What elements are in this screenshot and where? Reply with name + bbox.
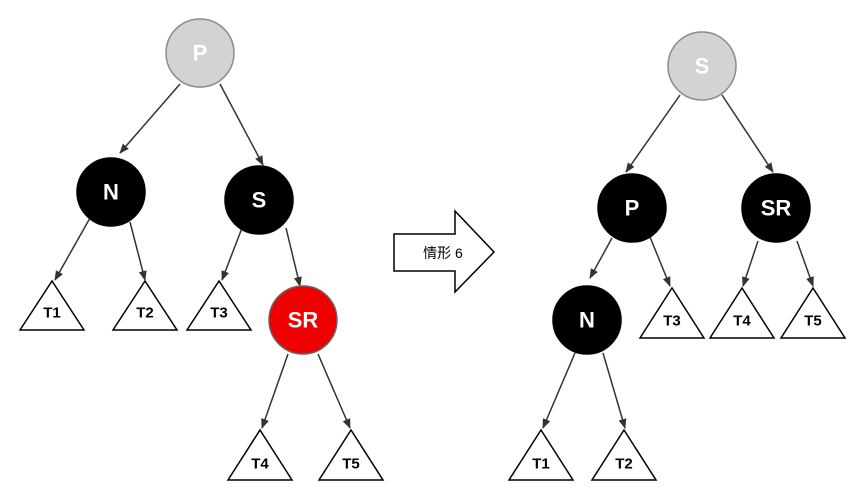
- after-edges: [542, 94, 814, 429]
- after-tree: S P SR N T3 T4 T5 T1: [507, 31, 847, 481]
- after-subtree-t4: T4: [708, 286, 776, 339]
- subtree-t1-label: T1: [43, 305, 61, 322]
- after-subtree-t3: T3: [638, 286, 706, 339]
- node-sr-label: SR: [288, 308, 319, 333]
- node-n-label: N: [103, 180, 119, 205]
- after-subtree-t2-label: T2: [615, 456, 633, 473]
- after-subtree-t4-label: T4: [733, 313, 751, 330]
- subtree-t5-label: T5: [342, 456, 360, 473]
- subtree-t5: T5: [317, 428, 385, 481]
- subtree-t2: T2: [111, 279, 179, 331]
- after-node-s: S: [667, 31, 737, 101]
- before-edges: [54, 83, 351, 429]
- transition-arrow: 情形 6: [393, 209, 496, 294]
- subtree-t3-label: T3: [210, 305, 228, 322]
- after-subtree-t3-label: T3: [663, 313, 681, 330]
- edge-p-n: [119, 83, 181, 154]
- node-n: N: [76, 157, 146, 227]
- after-subtree-t2: T2: [590, 428, 658, 481]
- edge-s-sr: [721, 94, 774, 173]
- after-node-s-label: S: [695, 54, 710, 79]
- edge-sr-t5: [796, 240, 814, 287]
- node-sr: SR: [268, 285, 338, 355]
- transition-label: 情形 6: [423, 245, 463, 261]
- subtree-t3: T3: [185, 279, 253, 331]
- after-node-sr: SR: [741, 173, 811, 243]
- edge-s-t3: [221, 227, 243, 281]
- before-tree: P N S SR T1 T2 T3 T4: [18, 18, 385, 481]
- after-node-sr-label: SR: [761, 196, 792, 221]
- subtree-t4-label: T4: [251, 456, 269, 473]
- subtree-t4: T4: [226, 428, 294, 481]
- after-subtree-t1: T1: [507, 428, 575, 481]
- after-node-p-label: P: [625, 196, 640, 221]
- edge-n-t1: [542, 352, 576, 429]
- node-s-label: S: [252, 188, 267, 213]
- edge-p-s: [219, 83, 264, 166]
- after-node-n-label: N: [579, 308, 595, 333]
- node-p-label: P: [193, 41, 208, 66]
- edge-sr-t4: [742, 240, 759, 287]
- node-p: P: [165, 18, 235, 88]
- after-subtree-t1-label: T1: [532, 456, 550, 473]
- edge-s-sr: [285, 227, 302, 287]
- subtree-t2-label: T2: [136, 305, 154, 322]
- subtree-t1: T1: [18, 279, 86, 331]
- edge-p-n: [589, 237, 613, 279]
- edge-s-p: [625, 94, 681, 173]
- edge-n-t2: [602, 352, 627, 429]
- edge-sr-t4: [261, 353, 289, 429]
- after-node-p: P: [597, 173, 667, 243]
- after-subtree-t5-label: T5: [804, 313, 822, 330]
- node-s: S: [224, 165, 294, 235]
- after-subtree-t5: T5: [779, 286, 847, 339]
- edge-p-t3: [649, 236, 671, 287]
- edge-sr-t5: [317, 353, 351, 429]
- edge-n-t2: [129, 221, 147, 281]
- edge-n-t1: [54, 217, 91, 281]
- after-node-n: N: [552, 285, 622, 355]
